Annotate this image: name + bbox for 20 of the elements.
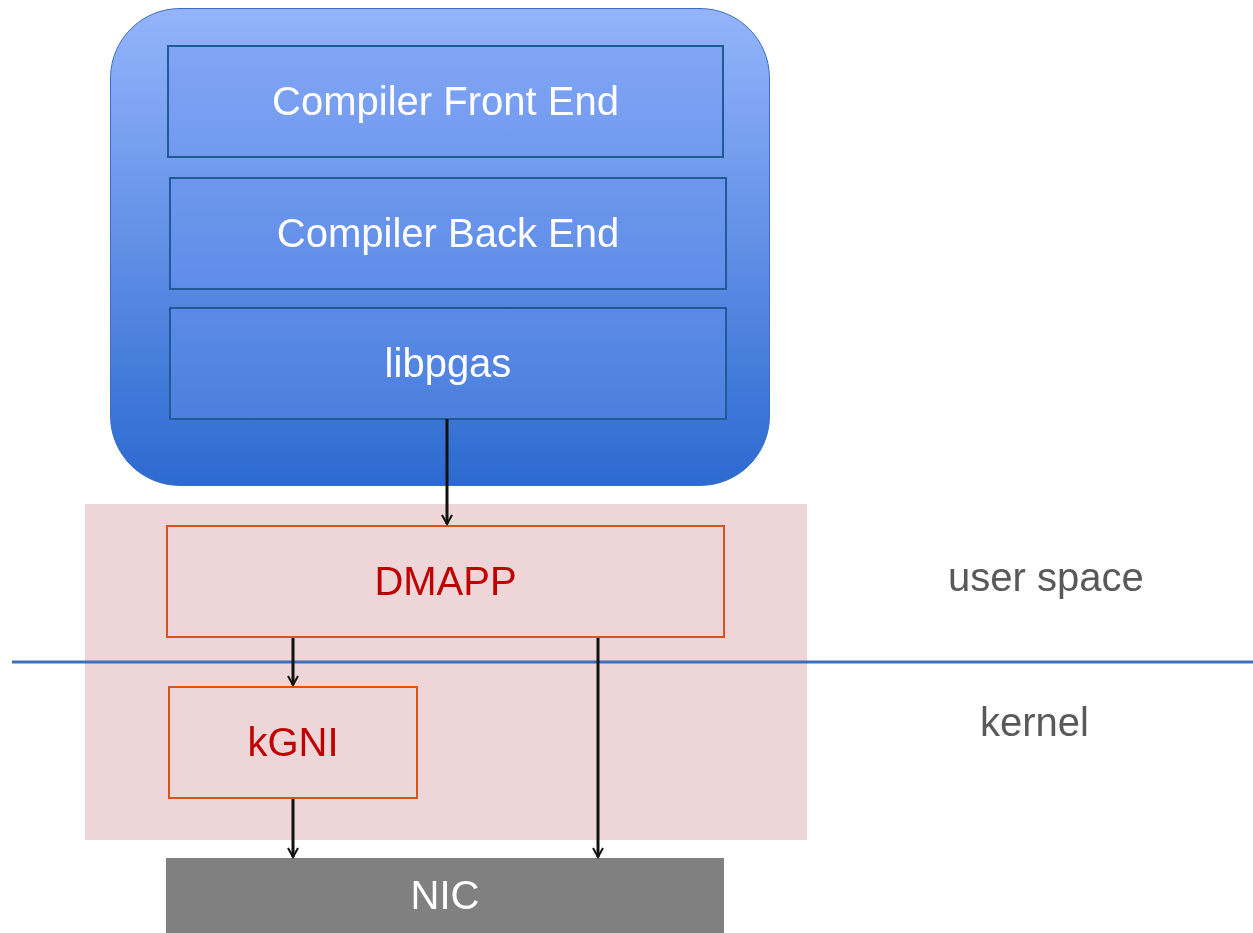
layer-box: [169, 307, 727, 420]
component-box: [166, 525, 725, 638]
software-region-band: [85, 504, 807, 840]
arrow: [287, 799, 299, 858]
component-box: [168, 686, 418, 799]
node-label: Compiler Front End: [272, 79, 619, 124]
compiler-stack-panel: [110, 8, 770, 486]
arrow: [592, 638, 604, 858]
node-label: DMAPP: [374, 559, 517, 604]
region-label: user space: [948, 555, 1144, 600]
layer-box: [169, 177, 727, 290]
node-label: Compiler Back End: [276, 211, 620, 256]
region-label: kernel: [980, 700, 1089, 745]
node-label: NIC: [410, 873, 480, 918]
arrow: [441, 419, 453, 525]
hardware-box: [166, 858, 724, 933]
node-label: kGNI: [247, 720, 339, 765]
layer-box: [167, 45, 724, 158]
node-label: libpgas: [384, 341, 512, 386]
arrow: [287, 638, 299, 686]
